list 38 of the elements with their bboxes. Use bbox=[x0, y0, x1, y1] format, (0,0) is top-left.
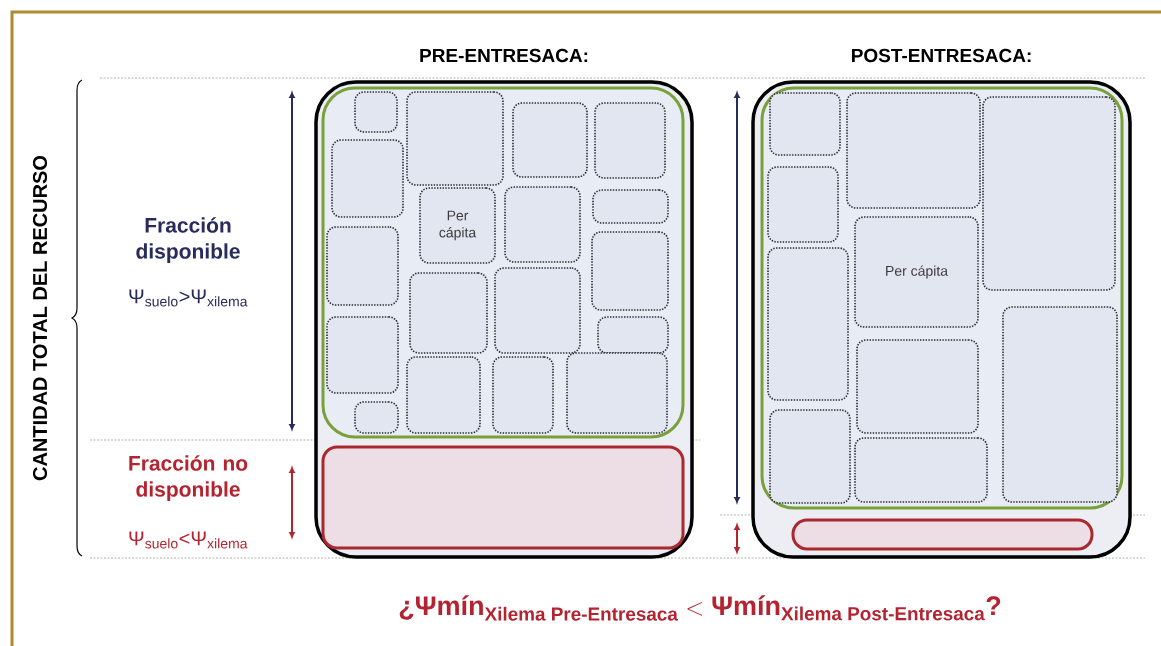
dotted-cell bbox=[856, 339, 979, 434]
dotted-cell bbox=[769, 409, 851, 504]
dotted-cell bbox=[854, 437, 988, 503]
dotted-cell bbox=[331, 139, 404, 218]
dotted-cell bbox=[846, 92, 981, 209]
dotted-cell bbox=[326, 226, 399, 306]
fraction-label: Fracción disponible bbox=[136, 217, 240, 263]
dotted-cell bbox=[512, 102, 588, 178]
dotted-cell bbox=[326, 316, 399, 394]
dotted-cell bbox=[597, 316, 669, 354]
dotted-cell bbox=[566, 352, 668, 434]
dotted-cell bbox=[594, 102, 666, 179]
dotted-cell: Per cápita bbox=[854, 216, 979, 328]
question-text: $\text{¿Ψmín}_{\text{Xilema Pre-Entresaca}} < \text{Ψmín}_{\text{Xilema Post-Entresaca}}\text{?}$ bbox=[399, 595, 1001, 621]
unavailable-fraction-pill bbox=[321, 445, 685, 550]
dotted-cell bbox=[492, 356, 554, 434]
dotted-cell bbox=[767, 247, 849, 401]
dotted-cell bbox=[504, 186, 581, 263]
dotted-cell bbox=[767, 166, 839, 243]
dotted-cell bbox=[769, 92, 841, 156]
dotted-cell bbox=[982, 96, 1116, 291]
dotted-cell bbox=[592, 189, 669, 224]
fraction-label: Fracción no disponible bbox=[129, 455, 248, 501]
dotted-cell bbox=[591, 231, 669, 311]
dotted-cell bbox=[406, 356, 481, 434]
condition-label: Ψ$_{suelo}$>Ψ$_{xilema}$ bbox=[129, 289, 248, 307]
condition-label: Ψ$_{suelo}$<Ψ$_{xilema}$ bbox=[129, 531, 248, 549]
dotted-cell bbox=[354, 401, 399, 434]
dotted-cell bbox=[409, 272, 488, 354]
dotted-cell bbox=[406, 91, 504, 186]
dotted-cell bbox=[494, 267, 581, 354]
dotted-cell bbox=[1002, 306, 1118, 503]
node-label: POST-ENTRESACA: bbox=[852, 48, 1031, 63]
node-label: PRE-ENTRESACA: bbox=[420, 48, 588, 63]
dotted-cell bbox=[354, 91, 398, 133]
unavailable-fraction-pill bbox=[791, 518, 1094, 551]
axis-title: CANTIDAD TOTAL DEL RECURSO bbox=[32, 155, 48, 481]
dotted-cell: Per cápita bbox=[419, 187, 496, 264]
